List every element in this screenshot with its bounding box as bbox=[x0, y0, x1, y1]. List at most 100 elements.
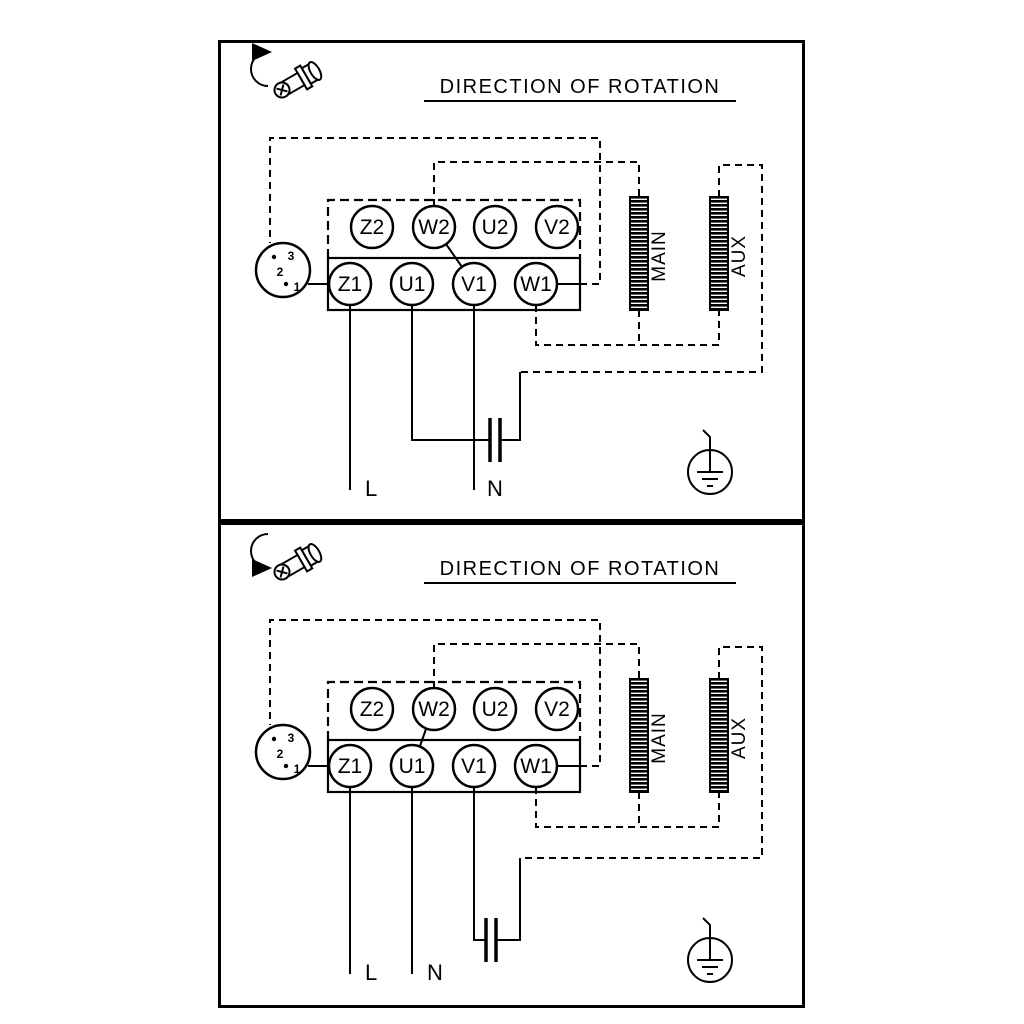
terminal-V1 bbox=[451, 743, 497, 789]
terminal-W2-label: W2 bbox=[418, 216, 450, 239]
diagram-panel-rotation-1: DIRECTION OF ROTATION bbox=[218, 40, 805, 527]
main-winding-label: MAIN bbox=[649, 712, 670, 764]
ground-icon bbox=[687, 429, 733, 495]
link-w2-v1 bbox=[445, 243, 463, 268]
ground-bars bbox=[697, 471, 723, 487]
ground-circle bbox=[687, 449, 733, 495]
main-winding bbox=[629, 678, 649, 793]
terminal-row-bottom: Z1 U1 V1 W1 bbox=[327, 743, 559, 789]
terminal-W1 bbox=[513, 743, 559, 789]
capacitor bbox=[484, 918, 498, 962]
terminal-row-bottom: Z1 U1 V1 W1 bbox=[327, 261, 559, 307]
terminal-Z1 bbox=[327, 261, 373, 307]
diagram-panel-rotation-2: DIRECTION OF ROTATION bbox=[218, 522, 805, 1013]
wire-switch-loop bbox=[269, 137, 601, 285]
shaft-cross bbox=[276, 84, 288, 96]
wire-u1-to-capacitor bbox=[411, 305, 490, 441]
terminal-U1 bbox=[389, 261, 435, 307]
wire-w2-to-main-top bbox=[433, 643, 640, 688]
wire-capacitor-to-aux bbox=[496, 858, 521, 941]
terminal-W2-label: W2 bbox=[418, 698, 450, 721]
panel-title: DIRECTION OF ROTATION bbox=[440, 558, 721, 580]
terminal-row-top: Z2 W2 U2 V2 bbox=[349, 204, 580, 250]
ground-bars bbox=[697, 959, 723, 975]
terminal-V2 bbox=[534, 686, 580, 732]
terminal-Z2 bbox=[349, 686, 395, 732]
rotation-direction-icon bbox=[250, 533, 323, 581]
ground-circle bbox=[687, 937, 733, 983]
main-winding bbox=[629, 196, 649, 311]
terminal-U1-label: U1 bbox=[399, 273, 426, 296]
wire-w2-to-main-top bbox=[433, 161, 640, 206]
terminal-Z1-label: Z1 bbox=[338, 273, 363, 296]
terminal-Z1-label: Z1 bbox=[338, 755, 363, 778]
terminal-U2 bbox=[472, 686, 518, 732]
wire-capacitor-to-aux bbox=[500, 372, 521, 441]
aux-winding bbox=[709, 196, 729, 311]
terminal-W1-label: W1 bbox=[520, 273, 552, 296]
line-label: L bbox=[365, 476, 377, 501]
terminal-box-dashed bbox=[326, 198, 582, 258]
diagram-svg-1: DIRECTION OF ROTATION bbox=[218, 40, 805, 522]
terminal-Z2-label: Z2 bbox=[360, 216, 385, 239]
panel-title: DIRECTION OF ROTATION bbox=[440, 76, 721, 98]
wire-v1-to-capacitor bbox=[473, 787, 486, 941]
switch-pos-3: 3 bbox=[288, 249, 295, 263]
switch-pos-1: 1 bbox=[294, 762, 301, 776]
link-w2-u1 bbox=[419, 728, 427, 747]
terminal-U2-label: U2 bbox=[482, 698, 509, 721]
ground-stem bbox=[702, 917, 711, 960]
terminal-U2 bbox=[472, 204, 518, 250]
main-winding-label: MAIN bbox=[649, 230, 670, 282]
line-label: L bbox=[365, 960, 377, 985]
bolt-head-cap bbox=[307, 61, 323, 81]
terminal-W2 bbox=[411, 204, 457, 250]
switch-body bbox=[254, 241, 312, 299]
wire-common-bottom bbox=[535, 787, 720, 828]
terminal-Z1 bbox=[327, 743, 373, 789]
aux-winding bbox=[709, 678, 729, 793]
terminal-row-top: Z2 W2 U2 V2 bbox=[349, 686, 580, 732]
terminal-W1-label: W1 bbox=[520, 755, 552, 778]
terminal-V1 bbox=[451, 261, 497, 307]
switch-contact-dot bbox=[283, 763, 289, 769]
neutral-label: N bbox=[487, 476, 503, 501]
wire-aux-top-loop bbox=[520, 164, 763, 373]
terminal-W1 bbox=[513, 261, 559, 307]
terminal-Z2 bbox=[349, 204, 395, 250]
wire-aux-top-loop bbox=[520, 646, 763, 859]
shaft-cross bbox=[276, 566, 288, 578]
terminal-box-dashed bbox=[326, 680, 582, 740]
rotation-direction-icon bbox=[250, 43, 323, 99]
neutral-label: N bbox=[427, 960, 443, 985]
terminal-U2-label: U2 bbox=[482, 216, 509, 239]
terminal-W2 bbox=[411, 686, 457, 732]
switch-contact-dot bbox=[271, 254, 277, 260]
wire-common-bottom bbox=[535, 305, 720, 346]
terminal-U1-label: U1 bbox=[399, 755, 426, 778]
bolt-head-cap bbox=[307, 543, 323, 563]
panel-border bbox=[218, 522, 805, 1008]
speed-selector-switch: 3 2 1 bbox=[254, 241, 312, 299]
switch-pos-2: 2 bbox=[277, 265, 284, 279]
aux-winding-label: AUX bbox=[729, 235, 750, 277]
terminal-Z2-label: Z2 bbox=[360, 698, 385, 721]
ground-icon bbox=[687, 917, 733, 983]
diagram-svg-2: DIRECTION OF ROTATION bbox=[218, 522, 805, 1008]
switch-pos-1: 1 bbox=[294, 280, 301, 294]
terminal-V1-label: V1 bbox=[461, 755, 487, 778]
switch-pos-2: 2 bbox=[277, 747, 284, 761]
capacitor bbox=[488, 418, 502, 462]
switch-contact-dot bbox=[271, 736, 277, 742]
terminal-V2 bbox=[534, 204, 580, 250]
ground-stem bbox=[702, 429, 711, 472]
switch-body bbox=[254, 723, 312, 781]
panel-border bbox=[218, 40, 805, 522]
switch-contact-dot bbox=[283, 281, 289, 287]
wire-switch-loop bbox=[269, 619, 601, 767]
rotation-arrow-cw bbox=[250, 533, 272, 577]
rotation-arrow-ccw bbox=[250, 43, 272, 87]
terminal-V2-label: V2 bbox=[544, 216, 570, 239]
terminal-V2-label: V2 bbox=[544, 698, 570, 721]
